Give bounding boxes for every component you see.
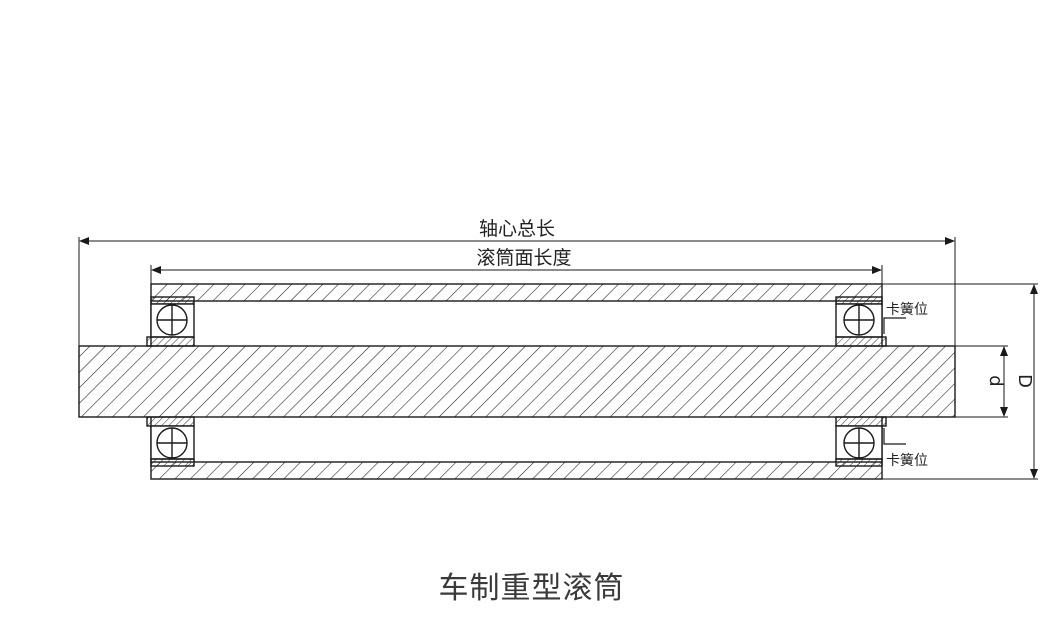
- label-shaft-dia: d: [985, 375, 1006, 386]
- label-shaft-total-length: 轴心总长: [479, 218, 555, 240]
- label-roller-dia: D: [1014, 374, 1035, 388]
- bearing-right-top: [835, 296, 887, 347]
- bearing-left-top: [146, 296, 195, 347]
- bearing-right-bottom: [835, 416, 887, 467]
- label-circlip-bottom: 卡簧位: [886, 453, 928, 469]
- shaft: [78, 345, 956, 418]
- label-roller-face-length: 滚筒面长度: [476, 247, 571, 269]
- drawing-caption: 车制重型滚筒: [438, 571, 625, 606]
- circlip-leader-bottom: [883, 428, 906, 445]
- circlip-leader-top: [883, 317, 906, 334]
- bearing-left-bottom: [146, 416, 195, 467]
- tube-wall-bottom: [150, 461, 883, 480]
- tube-wall-top: [150, 283, 883, 302]
- label-circlip-top: 卡簧位: [886, 302, 928, 318]
